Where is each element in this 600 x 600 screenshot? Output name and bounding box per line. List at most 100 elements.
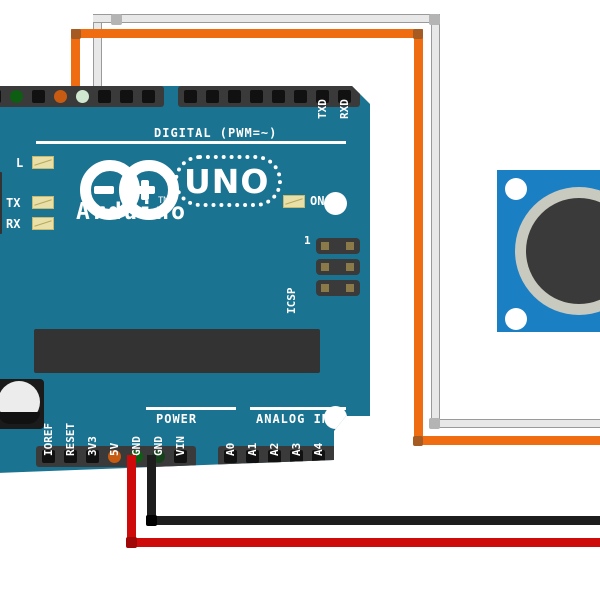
wire-white-segment-vertical-left xyxy=(93,14,102,94)
power-pin-reset[interactable] xyxy=(64,450,77,463)
icsp-pin xyxy=(321,242,329,250)
icsp-header-row-3[interactable] xyxy=(316,280,360,296)
power-pin-ioref[interactable] xyxy=(42,450,55,463)
arduino-logo-plus-v xyxy=(141,180,149,200)
power-pin-5v[interactable] xyxy=(108,450,121,463)
led-on-label: ON xyxy=(310,194,325,208)
sensor-module[interactable] xyxy=(497,170,600,332)
digital-pin-2[interactable] xyxy=(294,90,307,103)
digital-pin-label-2: 2 xyxy=(294,69,307,76)
digital-pin-12[interactable] xyxy=(54,90,67,103)
icsp-header-row-2[interactable] xyxy=(316,259,360,275)
digital-pin-11[interactable] xyxy=(76,90,89,103)
uno-wordmark: UNO xyxy=(184,162,270,201)
led-on xyxy=(283,195,305,208)
uno-badge-oval xyxy=(174,155,282,207)
wire-orange-segment-vertical-right xyxy=(414,29,423,445)
analog-pin-a3[interactable] xyxy=(290,450,303,463)
power-barrel-jack-shadow xyxy=(0,412,40,424)
digital-pin-label-13: 13 xyxy=(32,62,45,76)
power-pin-label-3v3: 3V3 xyxy=(86,436,99,456)
power-pin-3v3[interactable] xyxy=(86,450,99,463)
digital-pin-0[interactable] xyxy=(338,90,351,103)
digital-pin-serial-TXD: TXD xyxy=(316,99,329,119)
analog-pin-label-a4: A4 xyxy=(312,442,325,456)
digital-pin-label-6: 6 xyxy=(206,69,219,76)
power-pin-vin[interactable] xyxy=(174,450,187,463)
analog-pin-a1[interactable] xyxy=(246,450,259,463)
digital-pin-aref[interactable] xyxy=(0,90,1,103)
analog-pin-label-a2: A2 xyxy=(268,442,281,456)
analog-pin-label-a5: A5 xyxy=(334,442,347,456)
wire-orange-corner-cap-br xyxy=(413,436,423,446)
icsp-pin xyxy=(346,263,354,271)
digital-pin-10[interactable] xyxy=(98,90,111,103)
wire-orange-segment-vertical-left xyxy=(71,29,80,95)
analog-pin-a5[interactable] xyxy=(334,450,347,463)
wire-white-segment-vertical-right xyxy=(431,14,440,428)
digital-pin-pwm-marker-6: ~ xyxy=(207,66,216,81)
digital-pin-7[interactable] xyxy=(184,90,197,103)
digital-pin-label-8: 8 xyxy=(142,69,155,76)
microcontroller-ic xyxy=(34,329,320,373)
icsp-header-row-1[interactable] xyxy=(316,238,360,254)
digital-pin-1[interactable] xyxy=(316,90,329,103)
usb-connector[interactable] xyxy=(0,172,2,234)
digital-pin-5[interactable] xyxy=(228,90,241,103)
wire-black-segment-vertical xyxy=(147,455,156,525)
wire-white-segment-top xyxy=(93,14,440,23)
digital-pin-label-3: 3 xyxy=(272,69,285,76)
digital-pin-label-4: 4 xyxy=(250,69,263,76)
led-l xyxy=(32,156,54,169)
arduino-trademark: TM xyxy=(158,196,169,206)
led-tx xyxy=(32,196,54,209)
power-pin-label-reset: RESET xyxy=(64,422,77,456)
led-tx-label: TX xyxy=(6,196,21,210)
sensor-mounting-hole-bottom xyxy=(505,308,527,330)
digital-pin-gnd[interactable] xyxy=(10,90,23,103)
digital-pin-8[interactable] xyxy=(142,90,155,103)
analog-pin[interactable] xyxy=(218,446,356,467)
wire-black-segment-horizontal xyxy=(147,516,600,525)
power-pin-label-gnd: GND xyxy=(152,436,165,456)
digital-pin-label-gnd: GND xyxy=(10,56,23,76)
wire-red-segment-horizontal xyxy=(127,538,600,547)
digital-pin-9[interactable] xyxy=(120,90,133,103)
wire-orange-corner-cap-tr xyxy=(413,29,423,39)
wire-white-corner-cap-tr xyxy=(429,14,440,25)
digital-pin-3[interactable] xyxy=(272,90,285,103)
icsp-pin xyxy=(321,263,329,271)
digital-header-right-block[interactable] xyxy=(178,86,360,107)
digital-pin-pwm-marker-3: ~ xyxy=(273,66,282,81)
led-l-label: L xyxy=(16,156,24,170)
led-rx xyxy=(32,217,54,230)
silk-rail-power xyxy=(146,407,236,410)
wire-orange-corner-cap-tl xyxy=(71,29,81,39)
analog-pin-a0[interactable] xyxy=(224,450,237,463)
arduino-uno-board[interactable]: DIGITAL (PWM=~) POWER ANALOG IN L TX RX … xyxy=(0,86,370,473)
wire-white-segment-bottom xyxy=(431,419,600,428)
digital-pin-pwm-marker-9: ~ xyxy=(121,66,130,81)
digital-pin-label-5: 5 xyxy=(228,69,241,76)
silk-rail-top xyxy=(36,141,346,144)
digital-pin-label-7: 7 xyxy=(184,69,197,76)
icsp-pin xyxy=(346,242,354,250)
digital-pin-13[interactable] xyxy=(32,90,45,103)
arduino-logo-right-circle xyxy=(119,160,179,220)
digital-pin-label-12: 12 xyxy=(54,62,67,76)
analog-pin-a4[interactable] xyxy=(312,450,325,463)
analog-pin-a2[interactable] xyxy=(268,450,281,463)
led-rx-label: RX xyxy=(6,217,21,231)
power-pin-label-5v: 5V xyxy=(108,442,121,456)
silk-rail-analog xyxy=(250,407,346,410)
power-pin-label-vin: VIN xyxy=(174,436,187,456)
arduino-wordmark: Arduino xyxy=(76,199,187,225)
digital-pin-arrow-down-icon xyxy=(340,55,350,62)
mounting-hole-right-bottom xyxy=(324,406,347,429)
analog-pin-label-a3: A3 xyxy=(290,442,303,456)
digital-pin-label-aref: AREF xyxy=(0,50,1,77)
digital-pin-6[interactable] xyxy=(206,90,219,103)
digital-pin-serial-RXD: RXD xyxy=(338,99,351,119)
digital-pin-4[interactable] xyxy=(250,90,263,103)
